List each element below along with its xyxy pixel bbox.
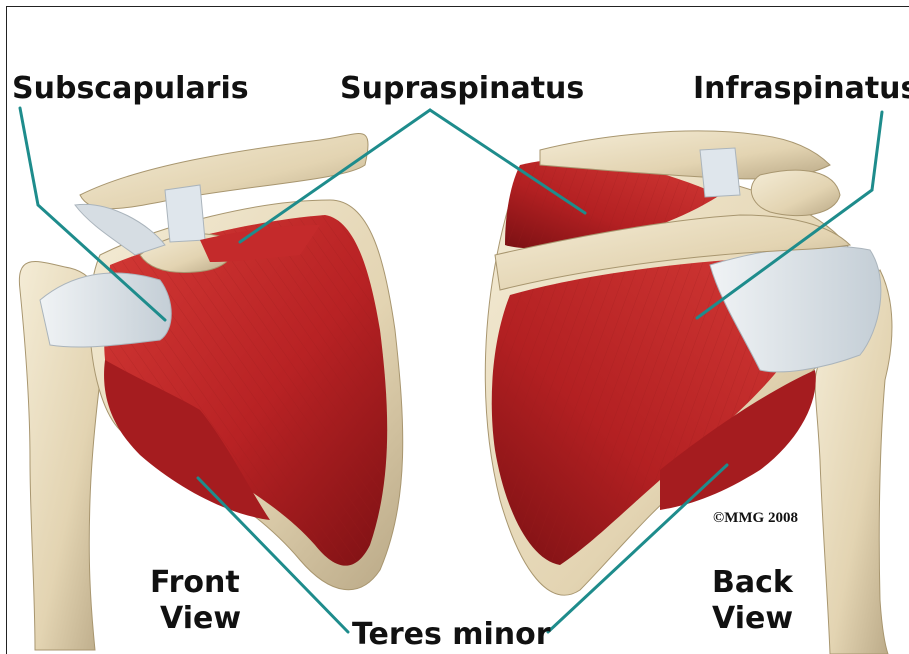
front-view-title-line2: View bbox=[160, 601, 241, 636]
back-acromion bbox=[751, 170, 840, 215]
front-clavicle bbox=[80, 134, 368, 209]
teres-minor-label: Teres minor bbox=[352, 617, 551, 652]
infraspinatus-label: Infraspinatus bbox=[693, 71, 909, 106]
front-view-title-line1: Front bbox=[150, 565, 240, 600]
back-ligament bbox=[700, 148, 740, 197]
subscapularis-label: Subscapularis bbox=[12, 71, 249, 106]
back-view-title-line2: View bbox=[712, 601, 793, 636]
back-view-illustration bbox=[485, 131, 892, 654]
front-ligament bbox=[165, 185, 205, 242]
supraspinatus-label: Supraspinatus bbox=[340, 71, 584, 106]
back-view-title-line1: Back bbox=[712, 565, 794, 600]
copyright-notice: ©MMG 2008 bbox=[713, 510, 798, 526]
